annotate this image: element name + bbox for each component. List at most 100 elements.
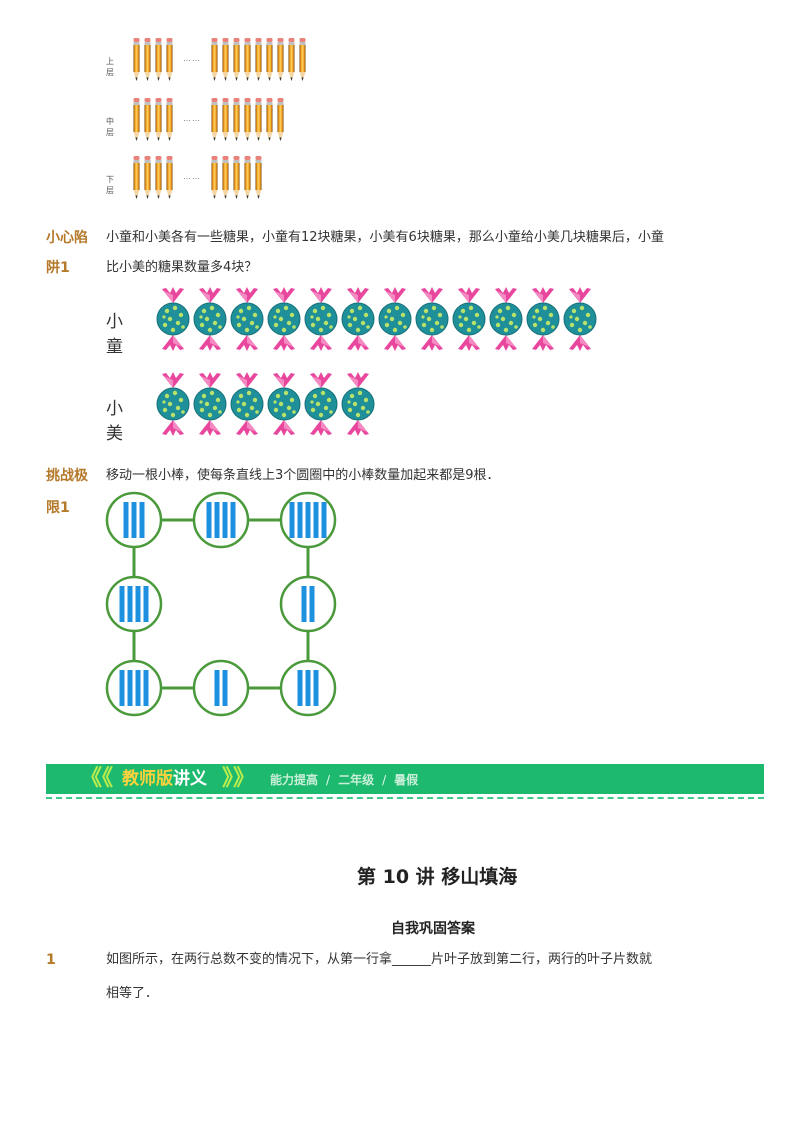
stick [119, 586, 125, 622]
challenge-tag-line1: 挑战极 [46, 468, 88, 484]
candy-icon [304, 287, 338, 351]
stick [143, 670, 149, 706]
stick [214, 502, 220, 538]
pencil-icon [132, 38, 141, 82]
chevron-left-icon: 《《 [80, 766, 114, 791]
stick [305, 502, 311, 538]
pencil-icon [254, 38, 263, 82]
stick [309, 586, 315, 622]
dashed-divider [46, 797, 764, 799]
stick [119, 670, 125, 706]
breadcrumb: 能力提高 / 二年级 / 暑假 [270, 771, 418, 789]
pencil-icon [154, 156, 163, 200]
pencil-icon [132, 98, 141, 142]
breadcrumb-item: 二年级 [338, 773, 375, 787]
row-label: 下层 [106, 175, 114, 195]
candy-icon [267, 287, 301, 351]
ellipsis: …… [183, 54, 201, 63]
question1-line2: 相等了． [106, 986, 159, 1001]
stick [289, 502, 295, 538]
candy-icon [526, 287, 560, 351]
stick [127, 670, 133, 706]
stick-circle-top-middle [192, 491, 250, 549]
pencil-icon [254, 98, 263, 142]
stick-circle-bottom-right [279, 659, 337, 717]
section-subtitle: 自我巩固答案 [391, 921, 475, 937]
stick [135, 670, 141, 706]
breadcrumb-separator: / [382, 773, 387, 787]
pencil-group-left [132, 38, 174, 82]
candy-icon [415, 287, 449, 351]
candy-icon [156, 287, 190, 351]
pencil-icon [143, 156, 152, 200]
stick [321, 502, 327, 538]
ellipsis: …… [183, 172, 201, 181]
trap-tag-line1: 小心陷 [46, 230, 88, 246]
challenge-tag-line2: 限1 [46, 500, 70, 516]
stick [301, 586, 307, 622]
pencil-icon [210, 156, 219, 200]
trap-text-line1: 小童和小美各有一些糖果，小童有12块糖果，小美有6块糖果，那么小童给小美几块糖果… [106, 230, 664, 245]
candy-icon [378, 287, 412, 351]
pencil-icon [143, 38, 152, 82]
pencil-icon [165, 98, 174, 142]
pencil-icon [243, 98, 252, 142]
pencil-icon [132, 156, 141, 200]
candy-list [156, 372, 375, 436]
stick [123, 502, 129, 538]
stick [222, 502, 228, 538]
stick [297, 502, 303, 538]
stick [305, 670, 311, 706]
candy-icon [230, 372, 264, 436]
circle-outline [192, 491, 250, 549]
stick [135, 586, 141, 622]
stick [230, 502, 236, 538]
stick [222, 670, 228, 706]
stick [139, 502, 145, 538]
pencil-icon [210, 38, 219, 82]
stick [131, 502, 137, 538]
banner-title-part1: 教师版 [122, 769, 173, 789]
pencil-icon [210, 98, 219, 142]
stick-circle-top-right [279, 491, 337, 549]
candy-row-label: 小美 [106, 399, 123, 444]
trap-tag-line2: 阱1 [46, 260, 70, 276]
lesson-title: 第 10 讲 移山填海 [357, 866, 518, 888]
circle-outline [105, 659, 163, 717]
question1-line1: 如图所示，在两行总数不变的情况下，从第一行拿______片叶子放到第二行，两行的… [106, 952, 653, 967]
pencil-icon [254, 156, 263, 200]
pencil-icon [221, 38, 230, 82]
candy-icon [452, 287, 486, 351]
candy-row-label: 小童 [106, 312, 123, 357]
question-number: 1 [46, 952, 56, 968]
row-label: 上层 [106, 57, 114, 77]
pencil-group-right [210, 156, 263, 200]
stick [206, 502, 212, 538]
breadcrumb-item: 暑假 [394, 773, 419, 787]
candy-icon [489, 287, 523, 351]
candy-icon [267, 372, 301, 436]
pencil-icon [265, 38, 274, 82]
stick [297, 670, 303, 706]
breadcrumb-separator: / [326, 773, 331, 787]
pencil-icon [243, 38, 252, 82]
stick-circle-bottom-left [105, 659, 163, 717]
pencil-icon [265, 98, 274, 142]
stick [313, 502, 319, 538]
stick-circle-middle-right [279, 575, 337, 633]
candy-list [156, 287, 597, 351]
candy-icon [193, 372, 227, 436]
breadcrumb-item: 能力提高 [270, 773, 319, 787]
pencil-icon [276, 38, 285, 82]
candy-icon [230, 287, 264, 351]
circle-outline [105, 575, 163, 633]
pencil-icon [221, 156, 230, 200]
row-label: 中层 [106, 117, 114, 137]
stick-circle-top-left [105, 491, 163, 549]
stick [127, 586, 133, 622]
pencil-icon [221, 98, 230, 142]
pencil-icon [165, 156, 174, 200]
pencil-icon [143, 98, 152, 142]
candy-icon [563, 287, 597, 351]
chevron-right-icon: 》》 [222, 766, 256, 791]
